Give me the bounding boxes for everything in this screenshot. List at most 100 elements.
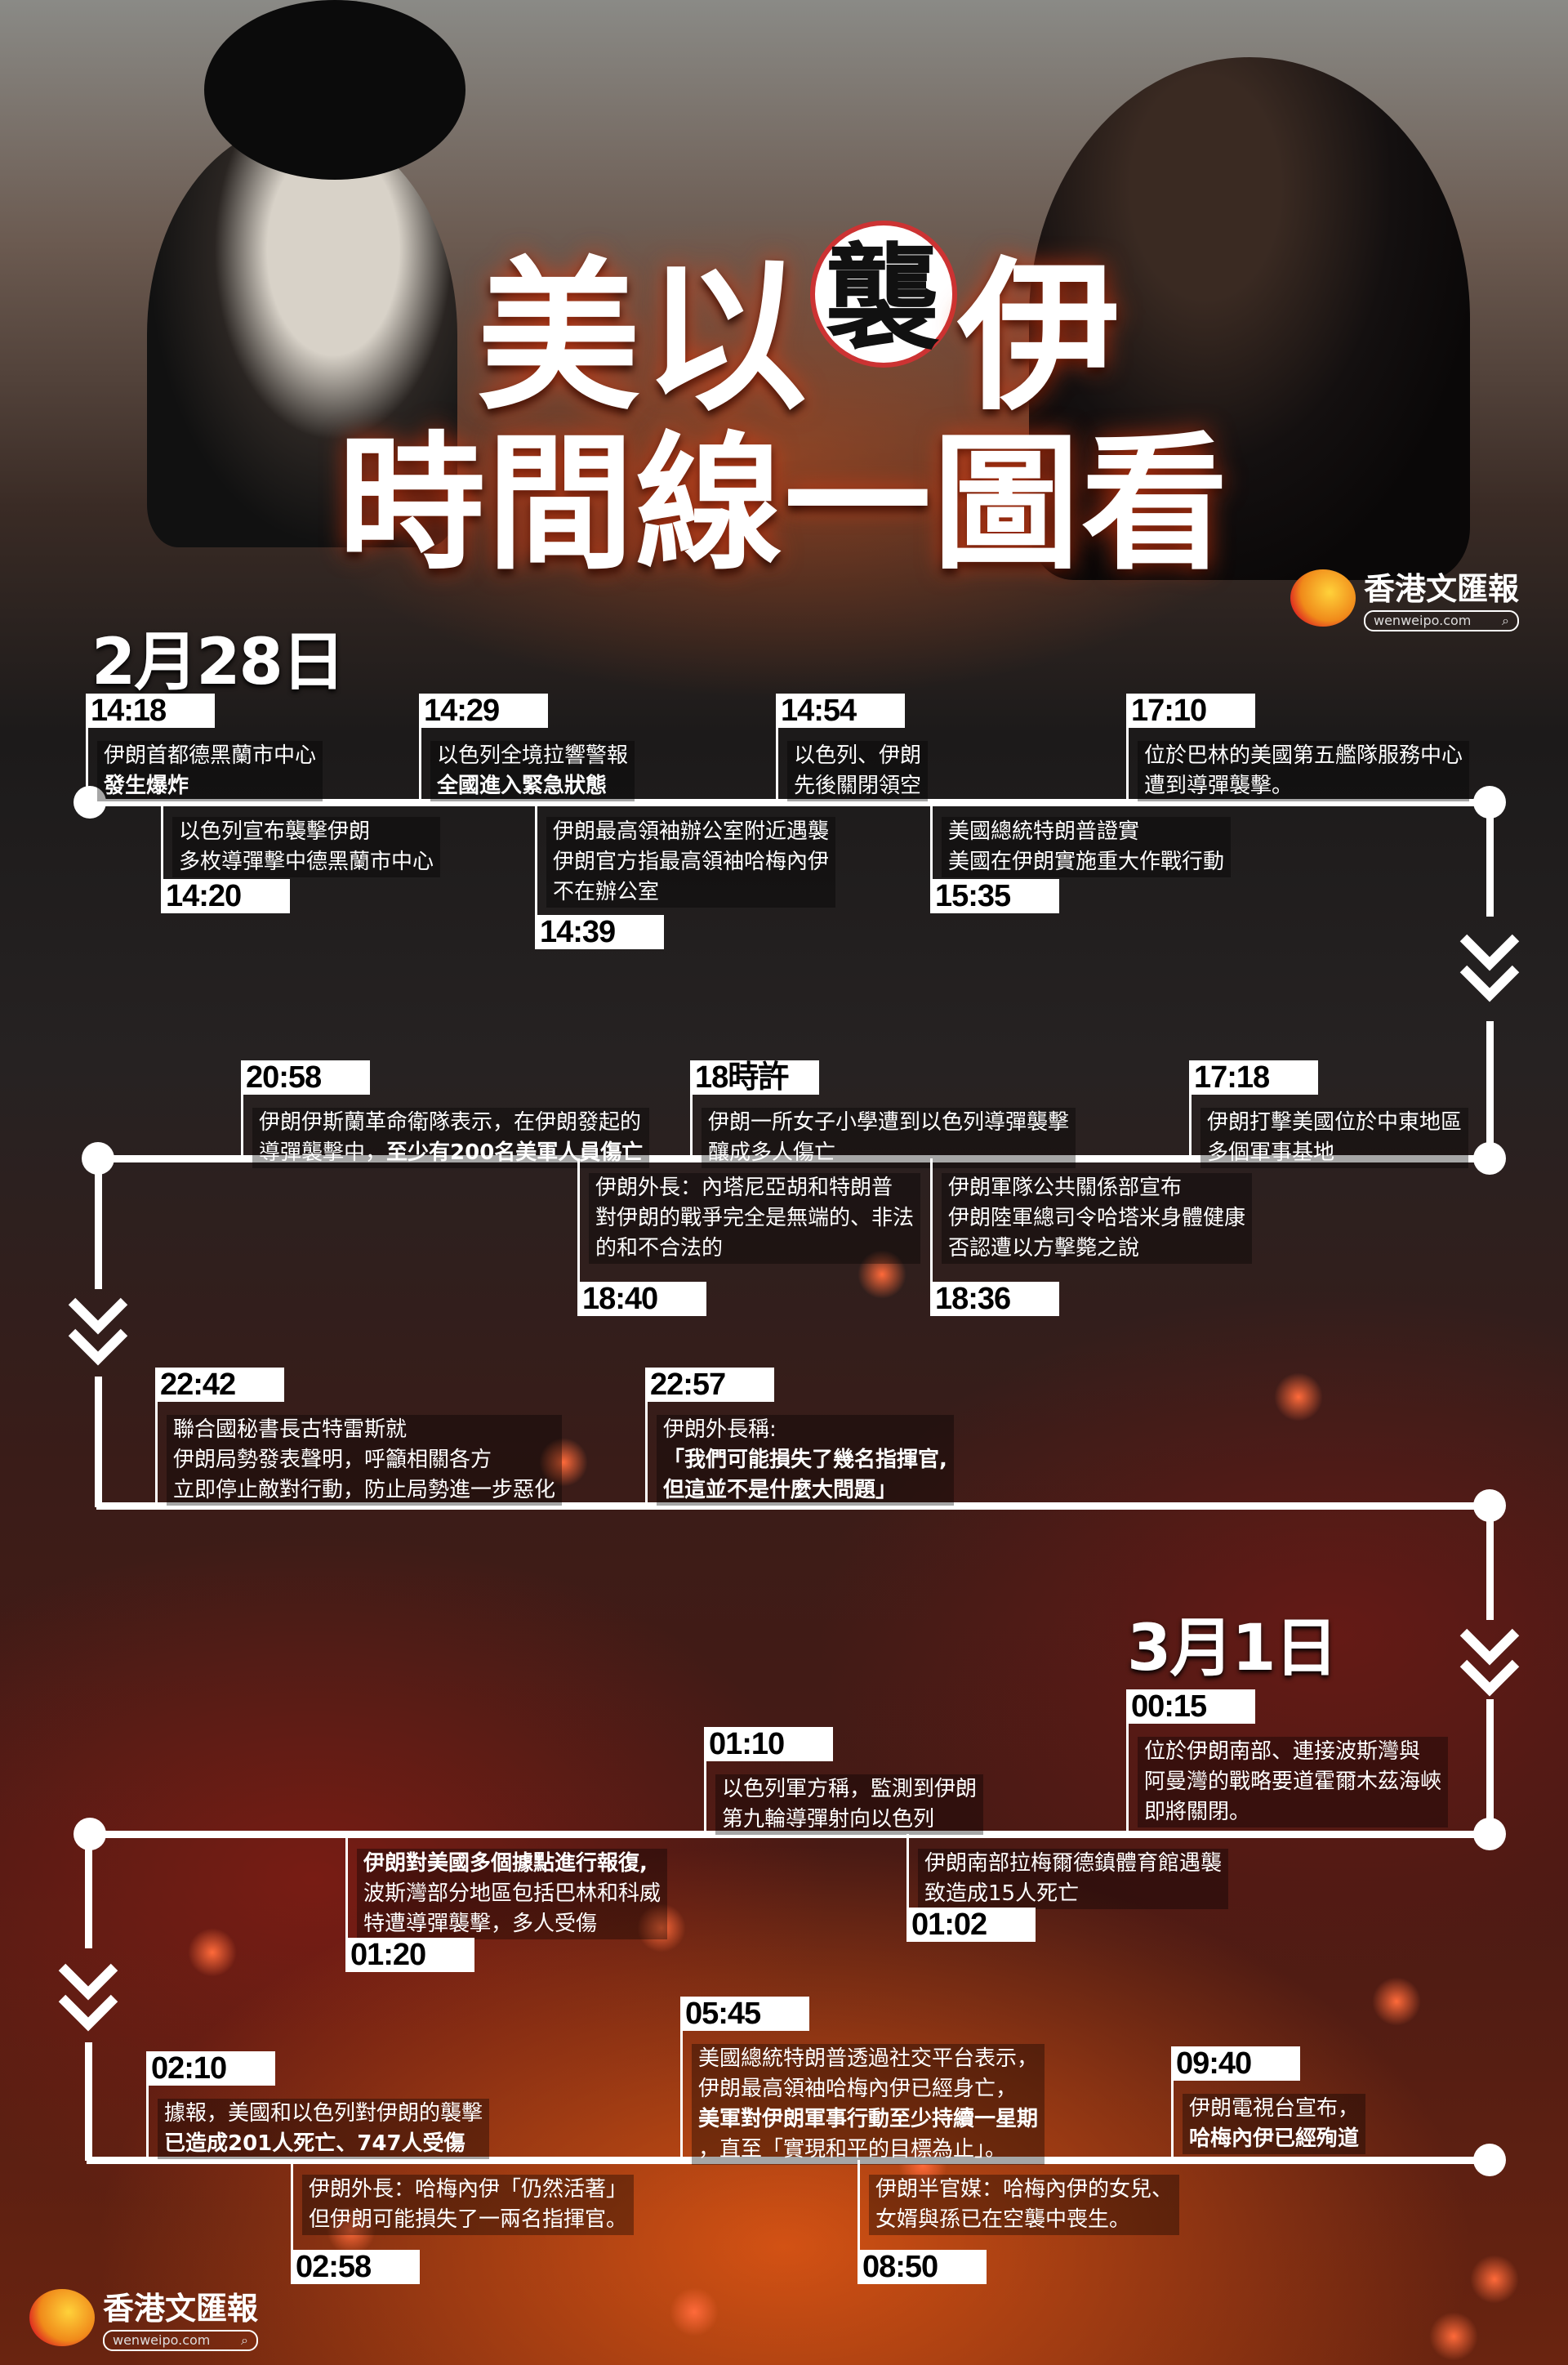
event-line: 多個軍事基地	[1207, 1138, 1462, 1168]
event-text: 阿曼灣的戰略要道霍爾木茲海峽	[1144, 1769, 1442, 1794]
event-line: 伊朗外長稱:	[663, 1415, 947, 1445]
event-text: 「我們可能損失了幾名指揮官,	[663, 1448, 947, 1472]
timeline-connector	[1486, 802, 1494, 917]
timeline-node	[1473, 786, 1506, 819]
event-text: 致造成15人死亡	[924, 1881, 1080, 1906]
event-time: 14:20	[161, 879, 290, 913]
event-text: 多枚導彈擊中德黑蘭市中心	[179, 850, 434, 874]
event-line: 伊朗伊斯蘭革命衛隊表示，在伊朗發起的	[259, 1108, 643, 1138]
event-text: 以色列、伊朗	[794, 743, 922, 768]
event-text: 第九輪導彈射向以色列	[722, 1807, 935, 1832]
ember-glow	[539, 1438, 588, 1487]
brand-name: 香港文匯報	[1364, 570, 1520, 607]
event-line: 釀成多人傷亡	[708, 1138, 1069, 1168]
event-line: 以色列、伊朗	[794, 741, 921, 771]
event-stem	[155, 1368, 158, 1506]
event-line: 伊朗打擊美國位於中東地區	[1207, 1108, 1462, 1138]
brand-url: wenweipo.com	[113, 2332, 211, 2348]
event-text: 伊朗一所女子小學遭到以色列導彈襲擊	[708, 1110, 1070, 1135]
timeline-node	[82, 1142, 114, 1175]
event-time: 08:50	[858, 2250, 987, 2284]
event-line: 女婿與孫已在空襲中喪生。	[875, 2205, 1173, 2235]
event-text: 先後關閉領空	[794, 774, 922, 798]
event-time: 18時許	[690, 1060, 819, 1095]
event-line: 先後關閉領空	[794, 771, 921, 801]
event-line: 已造成201人死亡、747人受傷	[164, 2129, 483, 2159]
event-line: 阿曼灣的戰略要道霍爾木茲海峽	[1144, 1767, 1441, 1797]
brand-logo-top[interactable]: 香港文匯報 wenweipo.com⌕	[1290, 564, 1519, 631]
event-text: 伊朗外長：哈梅內伊「仍然活著」	[309, 2177, 628, 2202]
event-text: 但伊朗可能損失了一兩名指揮官。	[309, 2207, 628, 2232]
search-icon: ⌕	[241, 2332, 248, 2348]
event-text: 美國在伊朗實施重大作戰行動	[948, 850, 1225, 874]
event-line: 伊朗最高領袖哈梅內伊已經身亡，	[698, 2074, 1038, 2104]
event-text: 美國總統特朗普證實	[948, 819, 1140, 844]
event-text: 全國進入緊急狀態	[437, 774, 608, 798]
event-description: 美國總統特朗普證實美國在伊朗實施重大作戰行動	[942, 817, 1232, 877]
event-description: 伊朗外長：哈梅內伊「仍然活著」但伊朗可能損失了一兩名指揮官。	[302, 2175, 635, 2235]
event-description: 聯合國秘書長古特雷斯就伊朗局勢發表聲明，呼籲相關各方立即停止敵對行動，防止局勢進…	[167, 1415, 563, 1506]
event-line: 位於巴林的美國第五艦隊服務中心	[1144, 741, 1463, 771]
event-text: 美軍對伊朗軍事行動至少持續一星期	[698, 2107, 1039, 2131]
event-line: 伊朗南部拉梅爾德鎮體育館遇襲	[924, 1849, 1222, 1879]
event-line: 第九輪導彈射向以色列	[722, 1805, 977, 1835]
event-stem	[690, 1060, 693, 1158]
brand-name: 香港文匯報	[103, 2290, 259, 2327]
title-circle-char: 襲	[810, 221, 957, 368]
timeline-rail	[96, 1502, 1490, 1510]
event-text: 釀成多人傷亡	[708, 1140, 836, 1165]
event-time: 18:40	[577, 1282, 706, 1316]
timeline-rail	[96, 1155, 1490, 1162]
event-line: 哈梅內伊已經殉道	[1189, 2124, 1359, 2154]
portrait-right	[1029, 57, 1470, 580]
turban-shape	[204, 0, 466, 180]
event-line: 美軍對伊朗軍事行動至少持續一星期	[698, 2104, 1038, 2135]
event-stem	[858, 2160, 860, 2284]
event-stem	[930, 1158, 933, 1316]
event-text: 伊朗伊斯蘭革命衛隊表示，在伊朗發起的	[259, 1110, 642, 1135]
event-line: 伊朗局勢發表聲明，呼籲相關各方	[173, 1445, 555, 1475]
event-line: 遭到導彈襲擊。	[1144, 771, 1463, 801]
event-text: ，直至「實現和平的目標為止」。	[698, 2137, 1007, 2162]
event-text: 的和不合法的	[595, 1236, 724, 1261]
event-line: 的和不合法的	[595, 1234, 914, 1264]
timeline-node	[74, 786, 106, 819]
event-time: 01:02	[906, 1908, 1036, 1942]
portrait-left	[147, 123, 457, 547]
event-time: 22:57	[645, 1368, 774, 1402]
event-line: 伊朗軍隊公共關係部宣布	[948, 1173, 1245, 1203]
event-stem	[345, 1834, 348, 1972]
event-stem	[535, 802, 537, 949]
timeline-node	[74, 1818, 106, 1850]
event-line: 伊朗外長：哈梅內伊「仍然活著」	[309, 2175, 627, 2205]
event-text: 位於伊朗南部、連接波斯灣與	[1144, 1739, 1421, 1764]
ember-glow	[327, 2206, 376, 2255]
event-line: 「我們可能損失了幾名指揮官,	[663, 1445, 947, 1475]
ember-glow	[188, 1928, 237, 1977]
event-line: 美國總統特朗普證實	[948, 817, 1224, 847]
timeline-node	[1473, 1142, 1506, 1175]
event-text: 伊朗外長：內塔尼亞胡和特朗普	[595, 1176, 893, 1200]
chevron-down-icon	[58, 1963, 118, 2032]
title-line-1: 美以襲伊	[0, 204, 1568, 441]
brand-logo-bottom[interactable]: 香港文匯報 wenweipo.com ⌕	[29, 2283, 258, 2351]
event-line: 立即停止敵對行動，防止局勢進一步惡化	[173, 1475, 555, 1506]
event-description: 伊朗伊斯蘭革命衛隊表示，在伊朗發起的導彈襲擊中，至少有200名美軍人員傷亡	[252, 1108, 650, 1168]
event-time: 05:45	[680, 1997, 809, 2031]
event-time: 14:54	[776, 694, 905, 728]
event-stem	[776, 694, 778, 802]
title-part: 美以	[476, 241, 810, 433]
event-line: 以色列全境拉響警報	[437, 741, 628, 771]
event-text: 伊朗對美國多個據點進行報復,	[363, 1851, 648, 1876]
event-text: 以色列全境拉響警報	[437, 743, 629, 768]
event-text: 伊朗官方指最高領袖哈梅內伊	[553, 850, 830, 874]
event-stem	[1189, 1060, 1192, 1158]
timeline-connector	[1486, 1699, 1494, 1834]
event-stem	[680, 1997, 683, 2160]
title-line-2: 時間線一圖看	[337, 417, 1230, 590]
event-description: 伊朗最高領袖辦公室附近遇襲伊朗官方指最高領袖哈梅內伊不在辦公室	[546, 817, 836, 908]
event-text: 位於巴林的美國第五艦隊服務中心	[1144, 743, 1463, 768]
event-time: 20:58	[241, 1060, 370, 1095]
event-line: 聯合國秘書長古特雷斯就	[173, 1415, 555, 1445]
event-time: 09:40	[1171, 2046, 1300, 2081]
